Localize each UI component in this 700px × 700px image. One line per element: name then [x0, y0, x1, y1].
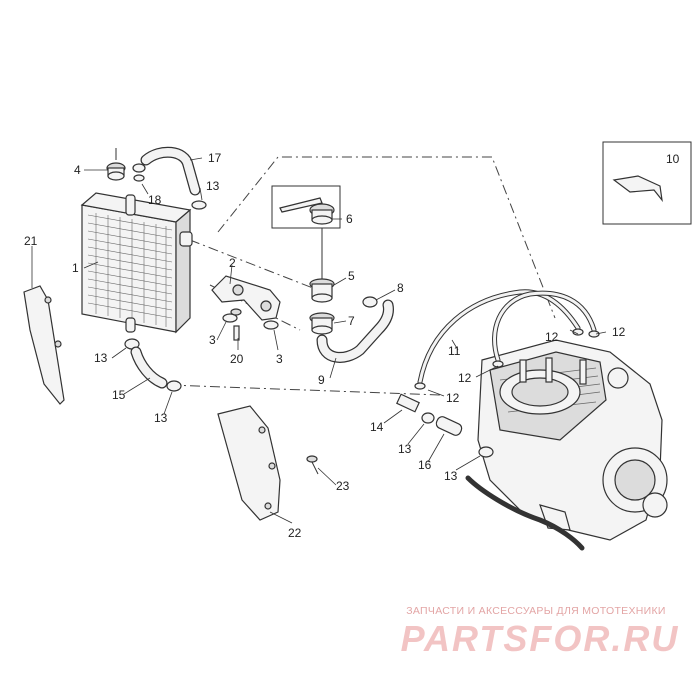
engine	[477, 339, 668, 541]
watermark-logo: PARTSFOR.RU	[400, 618, 680, 659]
label-5: 5	[348, 269, 355, 283]
label-3b: 3	[276, 352, 283, 366]
label-13c: 13	[154, 411, 168, 425]
label-13e: 13	[444, 469, 458, 483]
label-1: 1	[72, 261, 79, 275]
radiator-cap	[106, 148, 126, 181]
label-11: 11	[448, 344, 461, 358]
label-2: 2	[229, 256, 236, 270]
bleed-hoses	[414, 289, 600, 390]
label-12d: 12	[446, 391, 460, 405]
assembly-lines	[169, 156, 556, 396]
filler-neck	[309, 278, 335, 303]
lower-hose-connector	[309, 299, 394, 363]
watermark-tagline: ЗАПЧАСТИ И АКСЕССУАРЫ ДЛЯ МОТОТЕХНИКИ	[406, 605, 666, 617]
hose-clamp	[191, 200, 207, 210]
radiator	[80, 192, 193, 334]
label-12a: 12	[545, 330, 559, 344]
engine-inlet-fittings	[396, 393, 585, 551]
label-13a: 13	[206, 179, 220, 193]
label-6: 6	[346, 212, 353, 226]
radiator-lower-hose	[124, 338, 182, 392]
radiator-side-cover	[23, 285, 65, 405]
part-number-labels: 1 2 3 3 4 5 6 7 8 9 10 11 12 12 12 12 13…	[24, 151, 680, 540]
label-4: 4	[74, 163, 81, 177]
label-17: 17	[208, 151, 222, 165]
label-14: 14	[370, 420, 384, 434]
label-7: 7	[348, 314, 355, 328]
label-21: 21	[24, 234, 38, 248]
label-12c: 12	[458, 371, 472, 385]
clip-box	[602, 141, 692, 225]
label-3a: 3	[209, 333, 216, 347]
label-16: 16	[418, 458, 432, 472]
radiator-guard	[217, 405, 319, 521]
label-13b: 13	[94, 351, 108, 365]
hose-clamp	[132, 163, 146, 182]
label-9: 9	[318, 373, 325, 387]
label-8: 8	[397, 281, 404, 295]
label-23: 23	[336, 479, 350, 493]
label-10: 10	[666, 152, 680, 166]
label-18: 18	[148, 193, 162, 207]
upper-hose	[140, 146, 201, 196]
label-13d: 13	[398, 442, 412, 456]
label-20: 20	[230, 352, 244, 366]
leader-lines	[31, 157, 607, 524]
o-ring	[362, 296, 378, 308]
filler-cap-box	[271, 185, 341, 282]
label-15: 15	[112, 388, 126, 402]
label-22: 22	[288, 526, 302, 540]
radiator-bracket	[211, 275, 281, 341]
label-12b: 12	[612, 325, 626, 339]
